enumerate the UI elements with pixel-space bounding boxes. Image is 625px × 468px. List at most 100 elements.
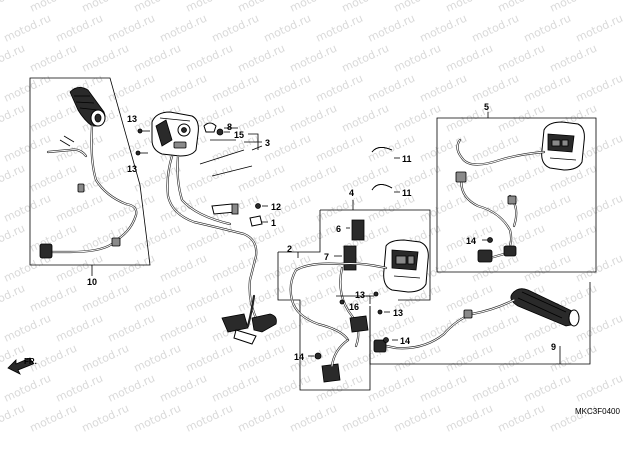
watermark-text: motod.ru [2,12,53,45]
watermark-text: motod.ru [574,192,625,225]
left-grip-assembly: 10 [29,77,151,287]
watermark-text: motod.ru [262,372,313,405]
watermark-text: motod.ru [158,312,209,345]
watermark-text: motod.ru [236,162,287,195]
fr-label: FR. [24,357,37,366]
watermark-text: motod.ru [80,162,131,195]
callout-14-center: 14 [294,352,304,362]
watermark-text: motod.ru [54,12,105,45]
right-group-outline [436,117,597,273]
right-box-connector [477,249,493,263]
small-fittings: 12 1 [211,202,281,228]
watermark-text: motod.ru [28,222,79,255]
watermark-text: motod.ru [262,132,313,165]
watermark-text: motod.ru [444,402,495,435]
watermark-text: motod.ru [522,372,573,405]
group-2-outline [277,244,371,391]
callout-15: 15 [234,130,244,140]
watermark-text: motod.ru [366,72,417,105]
watermark-text: motod.ru [340,162,391,195]
watermark-text: motod.ru [184,162,235,195]
watermark-text: motod.ru [444,342,495,375]
watermark-text: motod.ru [314,72,365,105]
relay-part-6: 6 [336,219,365,241]
watermark-text: motod.ru [132,402,183,435]
watermark-text: motod.ru [158,372,209,405]
watermark-text: motod.ru [106,372,157,405]
watermark-text: motod.ru [444,42,495,75]
callout-5: 5 [484,102,489,112]
watermark-text: motod.ru [522,12,573,45]
watermark-text: motod.ru [210,72,261,105]
watermark-text: motod.ru [0,402,27,435]
watermark-text: motod.ru [54,372,105,405]
watermark-text: motod.ru [548,42,599,75]
watermark-text: motod.ru [106,12,157,45]
watermark-text: motod.ru [522,252,573,285]
watermark-text: motod.ru [0,162,27,195]
watermark-text: motod.ru [0,222,27,255]
watermark-text: motod.ru [522,192,573,225]
watermark-text: motod.ru [236,282,287,315]
left-grip [69,87,106,127]
callout-13-center: 13 [355,290,365,300]
watermark-text: motod.ru [0,42,27,75]
watermark-text: motod.ru [236,42,287,75]
watermark-text: motod.ru [106,132,157,165]
watermark-text: motod.ru [470,72,521,105]
callout-4: 4 [349,188,354,198]
center-connector-bottom [321,363,341,383]
callout-6: 6 [336,224,341,234]
watermark-text: motod.ru [340,102,391,135]
wire-clip-upper: 11 [371,147,412,164]
watermark-text: motod.ru [418,72,469,105]
watermark-text: motod.ru [236,222,287,255]
watermark-text: motod.ru [496,0,547,15]
watermark-text: motod.ru [496,162,547,195]
left-switch-harness [166,154,277,345]
watermark-text: motod.ru [106,312,157,345]
watermark-text: motod.ru [496,42,547,75]
watermark-text: motod.ru [392,102,443,135]
watermark-text: motod.ru [28,162,79,195]
watermark-text: motod.ru [288,222,339,255]
watermark-text: motod.ru [262,12,313,45]
right-box-assembly: 5 14 [436,102,597,273]
watermark-text: motod.ru [470,372,521,405]
callout-12: 12 [271,202,281,212]
watermark-text: motod.ru [574,372,625,405]
right-grip-assembly: 14 9 [369,282,591,365]
watermark-text: motod.ru [418,132,469,165]
watermark-text: motod.ru [2,312,53,345]
watermark-text: motod.ru [80,402,131,435]
group-9-outline [369,282,591,365]
watermark-text: motod.ru [184,282,235,315]
left-connector [39,243,53,259]
group-4-bracket [320,209,431,301]
callout-16: 16 [349,302,359,312]
watermark-text: motod.ru [28,42,79,75]
watermark-text: motod.ru [418,12,469,45]
watermark-text: motod.ru [548,222,599,255]
watermark-text: motod.ru [496,402,547,435]
watermark-text: motod.ru [392,402,443,435]
watermark-text: motod.ru [158,12,209,45]
watermark-text: motod.ru [54,192,105,225]
connector-cluster [221,294,277,345]
watermark-text: motod.ru [314,12,365,45]
watermark-text: motod.ru [574,72,625,105]
watermark-text: motod.ru [444,0,495,15]
watermark-text: motod.ru [496,222,547,255]
watermark-text: motod.ru [2,192,53,225]
watermark-text: motod.ru [418,312,469,345]
watermark-text: motod.ru [418,372,469,405]
callout-10: 10 [87,277,97,287]
watermark-text: motod.ru [0,102,27,135]
right-connector [373,339,387,353]
watermark-text: motod.ru [262,252,313,285]
callout-14-right: 14 [400,336,410,346]
clamp-parts: 8 15 3 [199,122,270,177]
callout-13-right: 13 [393,308,403,318]
watermark-text: motod.ru [132,0,183,15]
